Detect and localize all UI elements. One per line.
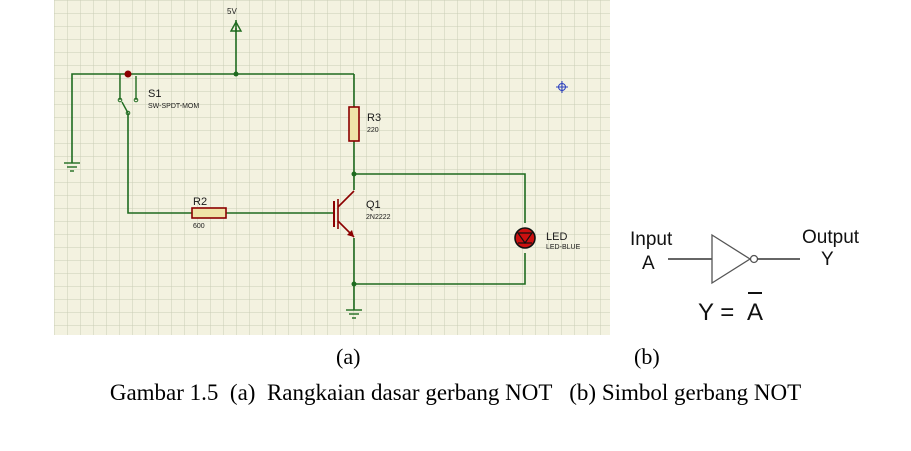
- r3-name: R3: [367, 112, 381, 124]
- switch-type: SW-SPDT-MOM: [148, 103, 199, 110]
- supply-terminal: 5V: [227, 7, 243, 32]
- origin-marker-icon: [556, 81, 568, 93]
- supply-label: 5V: [227, 7, 237, 16]
- r3-value: 220: [367, 127, 379, 134]
- ground-symbol-bottom: [346, 309, 362, 319]
- circuit-diagram: 5V S1 SW-SPDT-MOM R3 220 R2 600 Q1: [54, 0, 610, 335]
- junction-dot: [351, 281, 357, 287]
- output-label: Output: [802, 227, 860, 248]
- ground-symbol-left: [64, 162, 80, 172]
- not-gate-svg: Input A Output Y Y = A: [630, 227, 860, 326]
- junction-dot: [351, 171, 357, 177]
- resistor-body: [348, 106, 360, 142]
- switch-ground-wire: [71, 73, 120, 163]
- equation-var: A: [747, 299, 763, 325]
- junction-dot: [233, 71, 239, 77]
- not-gate-symbol: Input A Output Y Y = A: [620, 215, 880, 326]
- resistor-body: [191, 207, 227, 219]
- switch-s1: S1 SW-SPDT-MOM: [117, 70, 199, 116]
- q1-name: Q1: [366, 199, 381, 211]
- sublabel-a: (a): [336, 344, 361, 369]
- switch-name: S1: [148, 88, 161, 100]
- led-name: LED: [546, 231, 567, 243]
- led-bottom-wire: [354, 253, 526, 285]
- grid-lines: [54, 0, 610, 335]
- switch-r2-wire: [127, 113, 192, 214]
- inversion-bubble: [749, 254, 759, 264]
- r2-value: 600: [193, 223, 205, 230]
- resistor-r2: R2 600: [191, 196, 227, 230]
- equation-lhs: Y =: [698, 299, 741, 325]
- led-top-wire: [354, 173, 526, 223]
- sublabel-b: (b): [634, 344, 660, 369]
- wires: [71, 28, 526, 310]
- buffer-triangle: [711, 233, 752, 285]
- resistor-r3: R3 220: [348, 106, 381, 142]
- led-body: [514, 227, 536, 249]
- switch-button: [124, 70, 132, 78]
- output-var: Y: [821, 249, 834, 270]
- q1-type: 2N2222: [366, 214, 391, 221]
- input-label: Input: [630, 229, 673, 250]
- figure-caption: Gambar 1.5 (a) Rangkaian dasar gerbang N…: [109, 380, 802, 405]
- circuit-schematic: 5V S1 SW-SPDT-MOM R3 220 R2 600 Q1: [54, 0, 610, 335]
- transistor-q1: Q1 2N2222: [333, 190, 391, 238]
- input-var: A: [642, 253, 655, 274]
- led-type: LED-BLUE: [546, 244, 581, 251]
- r2-name: R2: [193, 196, 207, 208]
- led-component: LED LED-BLUE: [514, 227, 581, 251]
